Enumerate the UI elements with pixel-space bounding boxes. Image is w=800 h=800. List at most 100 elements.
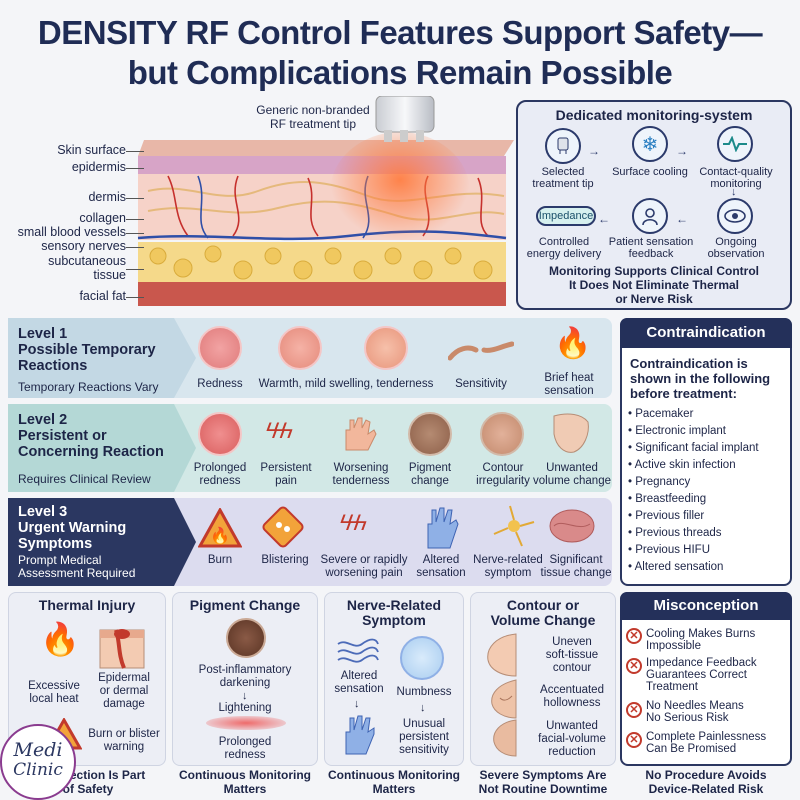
card-title: Pigment Change	[189, 597, 301, 613]
card-footer: Severe Symptoms Are Not Routine Downtime	[478, 768, 608, 796]
leader-line	[126, 151, 144, 152]
level-3-item: Burn	[207, 554, 233, 566]
level-3-item: Nerve-related symptom	[473, 554, 543, 579]
contraindication-item: • Breastfeeding	[628, 493, 707, 505]
x-circle-icon: ✕	[626, 628, 642, 644]
leader-line	[126, 219, 144, 220]
eye-icon	[717, 198, 753, 234]
svg-text:🔥: 🔥	[210, 526, 230, 545]
darkening-icon	[226, 618, 266, 658]
x-circle-icon: ✕	[626, 732, 642, 748]
leader-line	[126, 198, 144, 199]
nerve-icon	[493, 505, 535, 547]
misconception-item: Impedance Feedback Guarantees Correct Tr…	[646, 657, 757, 693]
level-2-item: Contour irregularity	[476, 462, 530, 487]
card-footer: Continuous Monitoring Matters	[179, 768, 311, 796]
face-volume-icon	[493, 719, 517, 757]
level-2-item: Unwanted volume change	[533, 462, 611, 487]
misconception-item: Cooling Makes Burns Impossible	[646, 628, 756, 652]
monitoring-step-label: Ongoing observation	[707, 236, 765, 260]
numbness-icon	[400, 636, 444, 680]
flame-icon: 🔥	[554, 327, 592, 360]
level-2-item: Pigment change	[408, 462, 452, 487]
level-2-subtitle: Requires Clinical Review	[18, 472, 151, 486]
prolonged-redness-icon	[198, 412, 242, 456]
contraindication-item: • Active skin infection	[628, 459, 736, 471]
level-1-title: Level 1 Possible Temporary Reactions	[18, 326, 156, 374]
misconception-item: No Needles Means No Serious Risk	[646, 700, 744, 724]
level-1-item: Redness	[197, 378, 243, 390]
card-caption: Altered sensation	[334, 670, 384, 695]
layer-label-skin-surface: Skin surface	[57, 143, 126, 157]
card-caption: Numbness	[396, 686, 452, 698]
sensitivity-hands-icon	[448, 341, 514, 361]
level-3-item: Severe or rapidly worsening pain	[320, 554, 408, 579]
layer-label-facial-fat: facial fat	[79, 289, 126, 303]
card-caption: Excessive local heat	[28, 680, 80, 705]
card-title: Contour or Volume Change	[490, 597, 596, 628]
misconception-title: Misconception	[620, 592, 792, 620]
leader-line	[126, 168, 144, 169]
monitoring-note: Monitoring Supports Clinical Control It …	[549, 264, 759, 306]
tip-label: Generic non-branded RF treatment tip	[256, 103, 370, 131]
level-1-item: Warmth, mild swelling, tenderness	[258, 378, 434, 390]
leader-line	[126, 297, 144, 298]
arrow-down-icon: ↓	[242, 690, 248, 702]
level-3-item: Blistering	[261, 554, 309, 566]
contraindication-title: Contraindication	[620, 318, 792, 348]
swelling-icon	[364, 326, 408, 370]
skin-cross-section	[137, 96, 514, 306]
arrow-down-icon: ↓	[731, 186, 737, 198]
heat-flame-icon: 🔥	[40, 621, 80, 657]
card-caption: Lightening	[218, 702, 272, 714]
person-icon	[632, 198, 668, 234]
level-2-header-shape	[8, 404, 196, 492]
hand-icon	[345, 715, 375, 755]
monitoring-step-label: Surface cooling	[612, 166, 688, 178]
hand-icon	[345, 417, 377, 451]
face-profile-icon	[487, 633, 517, 677]
contraindication-panel	[620, 318, 792, 586]
misconception-panel	[620, 592, 792, 766]
level-2-item: Worsening tenderness	[332, 462, 390, 487]
card-caption: Unwanted facial-volume reduction	[538, 720, 606, 758]
pulse-icon	[717, 126, 753, 162]
snowflake-icon: ❄	[632, 126, 668, 162]
layer-label-nerves: sensory nerves	[41, 239, 126, 253]
volume-change-icon	[553, 413, 589, 453]
pain-lightning-icon: ϟϟϟ	[266, 418, 293, 443]
severe-pain-icon: ϟϟϟ	[340, 510, 367, 535]
misconception-footer: No Procedure Avoids Device-Related Risk	[645, 768, 767, 796]
contraindication-item: • Pacemaker	[628, 408, 694, 420]
skin-damage-icon	[99, 629, 145, 669]
logo-text-line1: Medi	[13, 739, 63, 761]
clinic-logo: Medi Clinic	[0, 724, 76, 800]
level-1-item: Sensitivity	[455, 378, 507, 390]
card-caption: Burn or blister warning	[88, 728, 160, 753]
misconception-item: Complete Painlessness Can Be Promised	[646, 731, 767, 755]
level-3-item: Significant tissue change	[540, 554, 612, 579]
level-2-title: Level 2 Persistent or Concerning Reactio…	[18, 412, 164, 460]
contraindication-item: • Previous HIFU	[628, 544, 711, 556]
x-circle-icon: ✕	[626, 658, 642, 674]
level-1-item: Brief heat sensation	[544, 372, 594, 397]
monitoring-step-label: Patient sensation feedback	[608, 236, 694, 260]
leader-line	[126, 233, 144, 234]
monitoring-step-label: Selected treatment tip	[532, 166, 594, 190]
blister-icon	[262, 506, 304, 548]
card-title: Thermal Injury	[38, 597, 136, 613]
level-2-item: Persistent pain	[260, 462, 312, 487]
pigment-change-icon	[408, 412, 452, 456]
monitoring-step-label: Contact-quality monitoring	[699, 166, 773, 190]
layer-label-dermis: dermis	[88, 190, 126, 204]
page-title-line2: but Complications Remain Possible	[127, 54, 673, 91]
arrow-down-icon: ↓	[354, 698, 360, 710]
layer-label-subcutaneous: subcutaneous tissue	[48, 254, 126, 282]
contraindication-item: • Pregnancy	[628, 476, 691, 488]
contraindication-item: • Previous threads	[628, 527, 722, 539]
level-1-header-shape	[8, 318, 196, 398]
face-hollow-icon	[491, 679, 517, 719]
card-caption: Accentuated hollowness	[540, 684, 604, 709]
card-caption: Post-inflammatory darkening	[198, 664, 292, 689]
card-caption: Prolonged redness	[218, 736, 272, 761]
